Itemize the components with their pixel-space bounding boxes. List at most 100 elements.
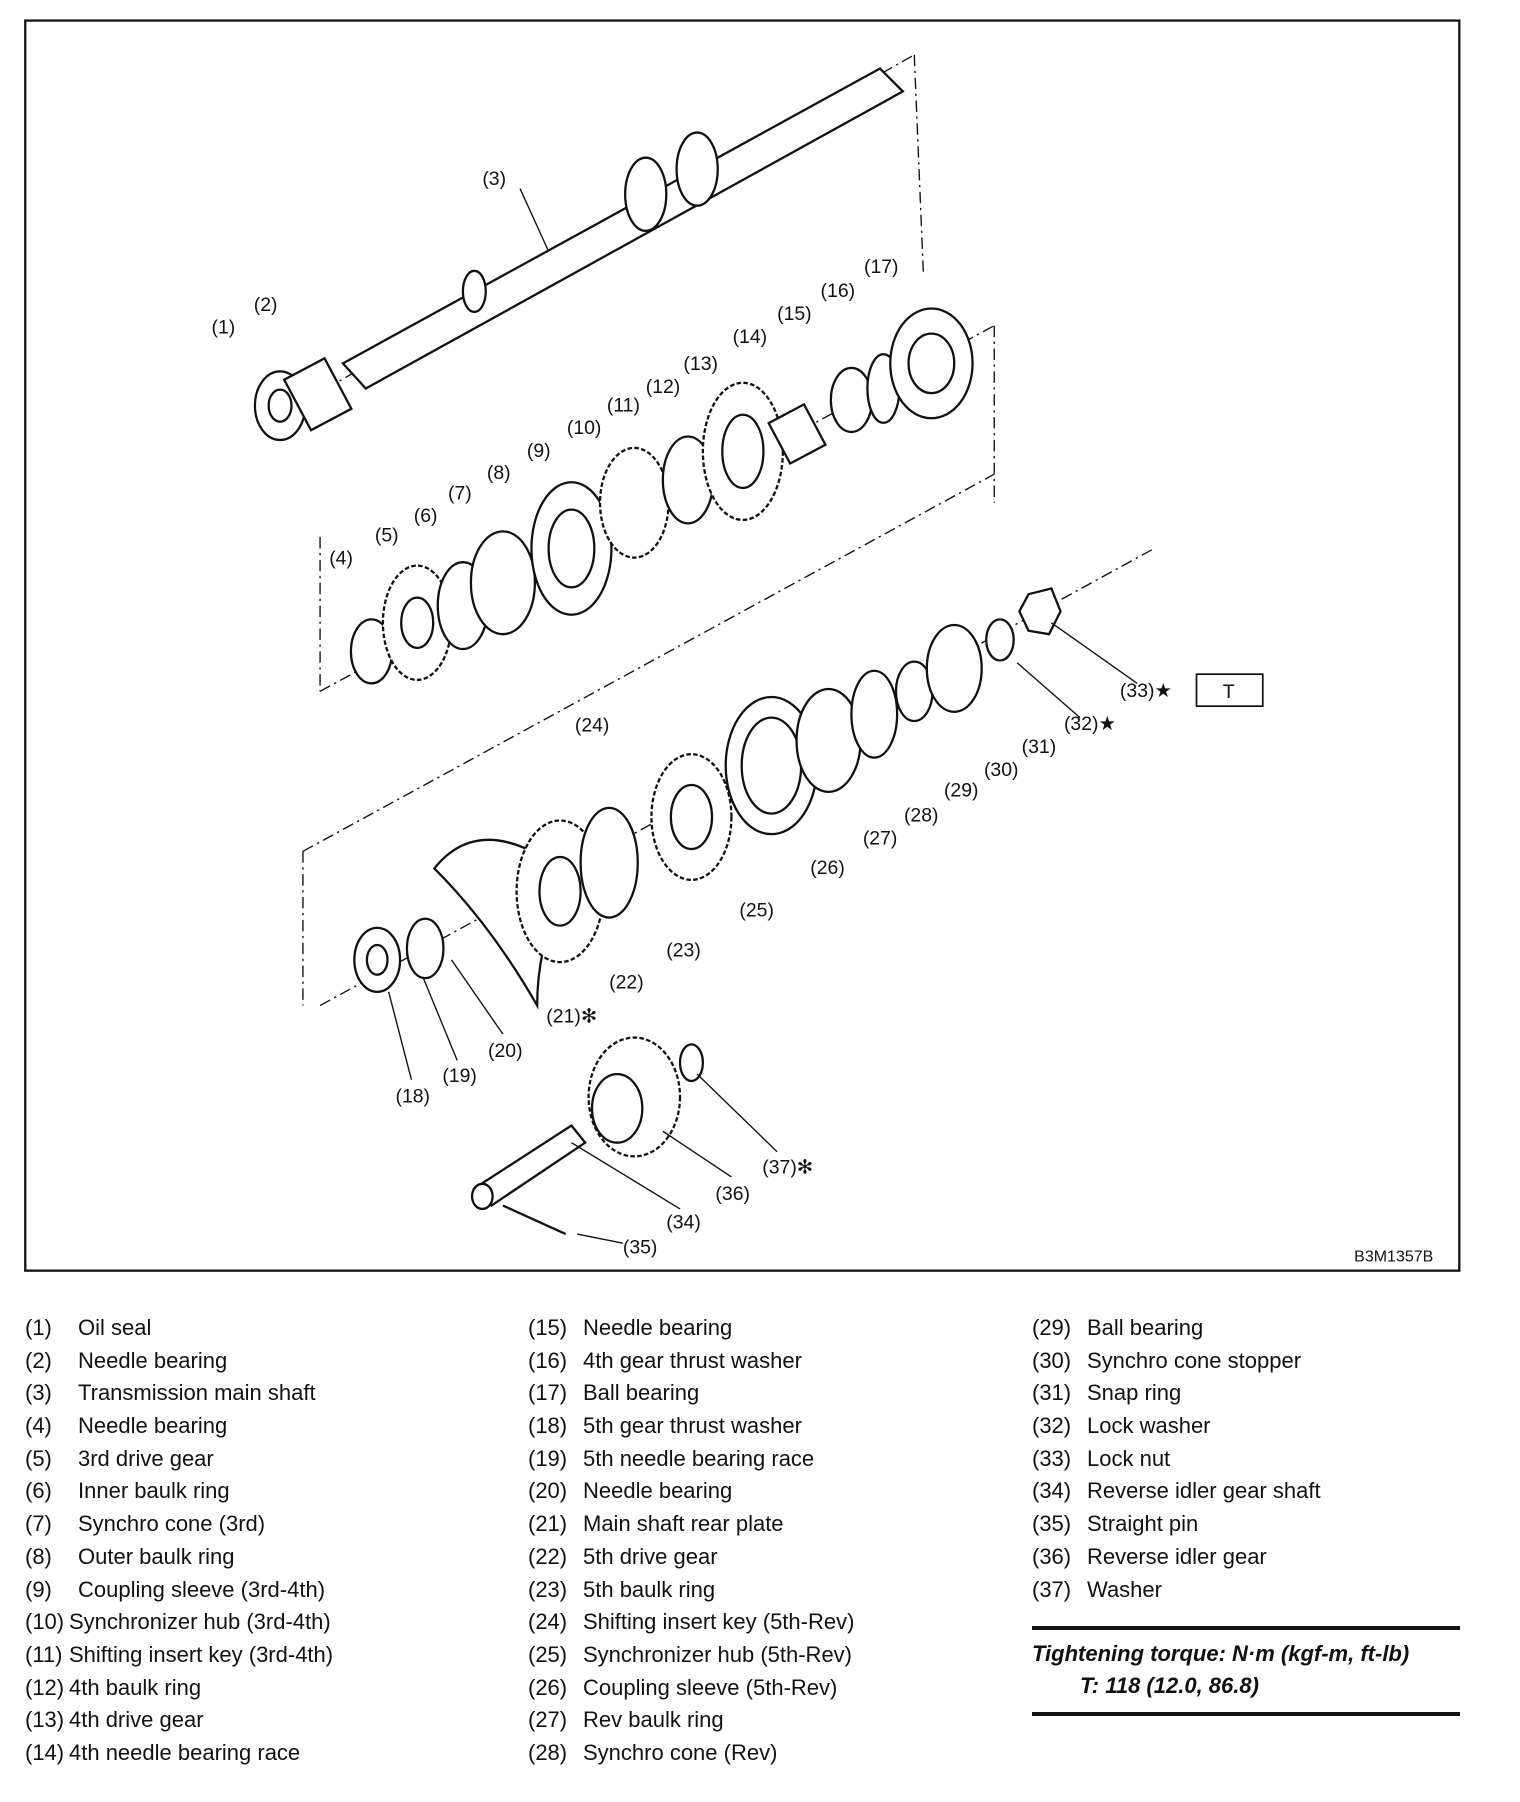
legend-number: (22) [528, 1543, 568, 1569]
legend-number: (27) [528, 1707, 568, 1733]
legend-item: (32)Lock washer [1032, 1410, 1211, 1443]
legend-number: (26) [528, 1674, 568, 1700]
legend-number: (33) [1032, 1445, 1072, 1471]
legend-item: (36)Reverse idler gear [1032, 1541, 1267, 1574]
legend-number: (28) [528, 1739, 568, 1765]
legend-description: 4th needle bearing race [69, 1739, 301, 1765]
legend-description: 5th baulk ring [583, 1576, 716, 1602]
legend-description: Synchronizer hub (5th-Rev) [583, 1641, 853, 1667]
legend-number: (31) [1032, 1380, 1072, 1406]
legend-item: (35)Straight pin [1032, 1508, 1198, 1541]
legend-item: (22)5th drive gear [528, 1541, 718, 1574]
legend-item: (5)3rd drive gear [25, 1443, 214, 1476]
callout-3: (3) [482, 168, 506, 190]
callout-17: (17) [864, 256, 899, 278]
legend-description: Coupling sleeve (5th-Rev) [583, 1674, 838, 1700]
legend-description: Synchro cone stopper [1087, 1347, 1302, 1373]
legend-number: (16) [528, 1347, 568, 1373]
legend-number: (13) [25, 1707, 65, 1733]
legend-item: (11)Shifting insert key (3rd-4th) [25, 1639, 333, 1672]
torque-value: T: 118 (12.0, 86.8) [1080, 1673, 1259, 1698]
legend-description: Outer baulk ring [78, 1543, 235, 1569]
legend-description: Main shaft rear plate [583, 1511, 784, 1537]
legend-item: (4) Needle bearing [25, 1410, 227, 1443]
callout-22: (22) [609, 971, 644, 993]
legend-description: Lock washer [1087, 1413, 1211, 1439]
legend-number: (9) [25, 1576, 52, 1602]
legend-number: (25) [528, 1641, 568, 1667]
legend-column-3: (29)Ball bearing(30) Synchro cone stopper… [1032, 1312, 1321, 1607]
main-shaft-drawing [253, 67, 905, 442]
legend-number: (24) [528, 1609, 568, 1635]
legend-description: Straight pin [1087, 1511, 1199, 1537]
callout-29: (29) [944, 779, 979, 801]
legend-number: (5) [25, 1445, 52, 1471]
legend-number: (14) [25, 1739, 65, 1765]
legend-item: (24)Shifting insert key (5th-Rev) [528, 1606, 854, 1639]
legend-description: 5th needle bearing race [583, 1445, 815, 1471]
callout-7: (7) [448, 482, 472, 504]
callout-10: (10) [567, 417, 602, 439]
legend-column-2: (15) Needle bearing (16) 4th gear thrust wa… [528, 1312, 854, 1770]
callout-34: (34) [666, 1211, 701, 1233]
legend-number: (3) [25, 1380, 52, 1406]
reverse-idler-drawing [470, 1036, 705, 1236]
legend-description: Needle bearing [583, 1478, 733, 1504]
legend-item: (23)5th baulk ring [528, 1574, 715, 1607]
callout-14: (14) [733, 326, 768, 348]
legend-number: (2) [25, 1347, 52, 1373]
callout-23: (23) [666, 939, 701, 961]
callout-26: (26) [810, 857, 845, 879]
legend-number: (30) [1032, 1347, 1072, 1373]
legend-description: Inner baulk ring [78, 1478, 230, 1504]
legend-item: (21)Main shaft rear plate [528, 1508, 784, 1541]
legend-item: (17)Ball bearing [528, 1377, 699, 1410]
legend-item: (19) 5th needle bearing race [528, 1443, 814, 1476]
legend-number: (36) [1032, 1543, 1072, 1569]
legend-description: 5th gear thrust washer [583, 1413, 802, 1439]
callout-25: (25) [739, 899, 774, 921]
dashed-axis-lines [285, 54, 1155, 1007]
legend-number: (11) [25, 1641, 63, 1667]
legend-description: Reverse idler gear shaft [1087, 1478, 1321, 1504]
legend-item: (8) Outer baulk ring [25, 1541, 235, 1574]
legend-description: 4th gear thrust washer [583, 1347, 802, 1373]
gear-train-lower [353, 587, 1062, 1010]
callout-27: (27) [863, 827, 898, 849]
callout-5: (5) [375, 525, 399, 547]
legend-number: (1) [25, 1315, 52, 1340]
legend-item: (26) Coupling sleeve (5th-Rev) [528, 1672, 837, 1705]
legend-number: (12) [25, 1674, 65, 1700]
legend-number: (10) [25, 1609, 65, 1635]
legend-item: (13)4th drive gear [25, 1704, 204, 1737]
legend-number: (15) [528, 1315, 568, 1340]
legend-number: (7) [25, 1511, 52, 1537]
callout-30: (30) [984, 759, 1019, 781]
legend-item: (14)4th needle bearing race [25, 1737, 300, 1770]
callout-18: (18) [395, 1086, 430, 1108]
legend-item: (29)Ball bearing [1032, 1312, 1203, 1345]
callout-1: (1) [212, 317, 236, 339]
callout-2: (2) [254, 294, 278, 316]
callout-12: (12) [646, 376, 681, 398]
legend-item: (33)Lock nut [1032, 1443, 1170, 1476]
legend-description: Transmission main shaft [78, 1380, 316, 1406]
legend-item: (9)Coupling sleeve (3rd-4th) [25, 1574, 325, 1607]
legend-number: (4) [25, 1413, 52, 1439]
legend-item: (25) Synchronizer hub (5th-Rev) [528, 1639, 852, 1672]
legend-number: (17) [528, 1380, 568, 1406]
legend-description: Needle bearing [78, 1413, 228, 1439]
legend-item: (37)Washer [1032, 1574, 1162, 1607]
callout-19: (19) [442, 1065, 477, 1087]
callout-21: (21)✻ [546, 1006, 597, 1028]
legend-number: (37) [1032, 1576, 1072, 1602]
legend-description: Snap ring [1087, 1380, 1182, 1406]
legend-number: (8) [25, 1543, 52, 1569]
legend-item: (6)Inner baulk ring [25, 1475, 230, 1508]
figure-code: B3M1357B [1354, 1249, 1433, 1266]
callout-9: (9) [527, 440, 551, 462]
legend-description: Synchronizer hub (3rd-4th) [69, 1609, 331, 1635]
legend-column-1: (1)Oil seal(2)Needle bearing(3)Transmiss… [25, 1312, 333, 1770]
legend-number: (19) [528, 1445, 568, 1471]
